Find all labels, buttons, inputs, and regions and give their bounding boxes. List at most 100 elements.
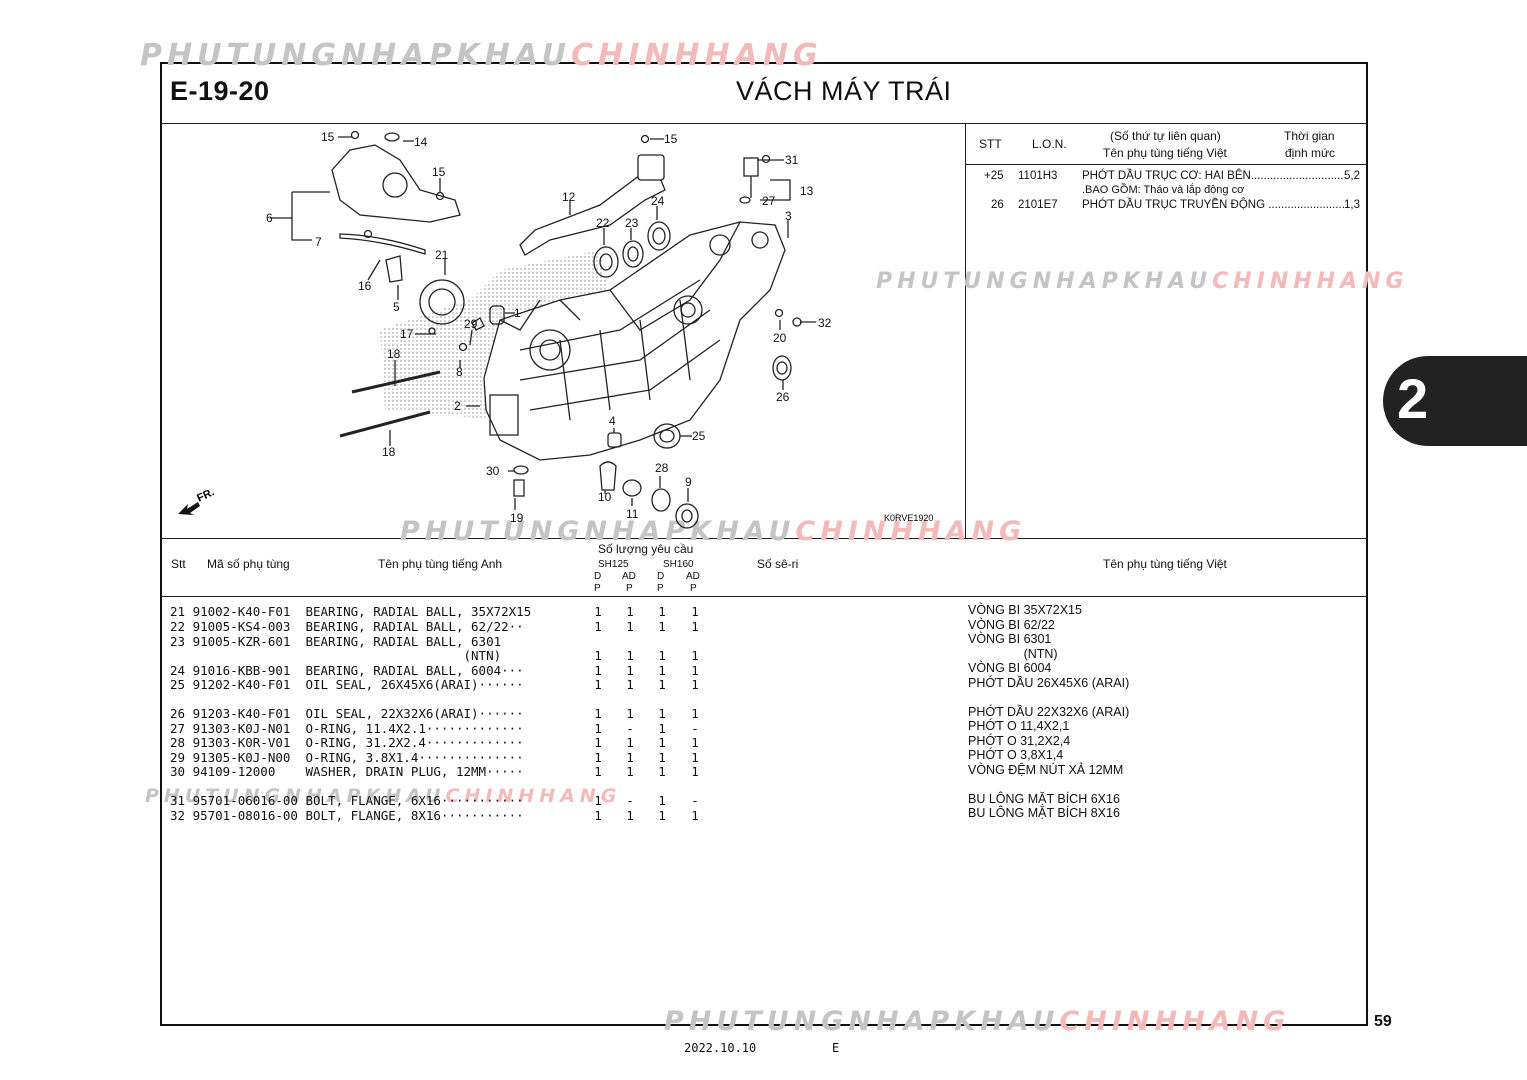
col-name-en: Tên phụ tùng tiếng Anh — [378, 557, 503, 571]
table-row: 27 91303-K0J-N01 O-RING, 11.4X2.1·······… — [170, 721, 699, 736]
vn-name: PHỚT O 31,2X2,4 — [968, 734, 1071, 748]
watermark: PHUTUNGNHAPKHAUCHINHHANG — [664, 1006, 1291, 1037]
labor-stt: 26 — [991, 199, 1004, 211]
table-row: 28 91303-K0R-V01 O-RING, 31.2X2.4·······… — [170, 735, 699, 750]
callout-19: 19 — [510, 511, 524, 525]
callout-7: 7 — [315, 235, 322, 249]
header-divider — [161, 123, 1367, 124]
col-p: P — [626, 583, 633, 594]
labor-desc: PHỚT DẦU TRỤC CƠ: HAI BÊN...............… — [1082, 170, 1344, 182]
table-row: 24 91016-KBB-901 BEARING, RADIAL BALL, 6… — [170, 663, 699, 678]
callout-1: 1 — [514, 306, 521, 320]
col-part-no: Mã số phụ tùng — [207, 557, 290, 571]
right-table-header-rule — [965, 164, 1367, 165]
callout-17: 17 — [400, 327, 414, 341]
labor-lon: 2101E7 — [1018, 199, 1058, 211]
labor-time: 1,3 — [1344, 199, 1360, 211]
callout-22: 22 — [596, 216, 610, 230]
callout-27: 27 — [762, 194, 776, 208]
vn-name: PHỚT O 3,8X1,4 — [968, 748, 1064, 762]
col-ad: AD — [686, 571, 700, 582]
col-qty: Số lượng yêu cầu — [598, 542, 694, 556]
vn-name: VÒNG ĐỆM NÚT XẢ 12MM — [968, 763, 1124, 777]
page-frame — [160, 62, 1368, 1026]
labor-lon: 1101H3 — [1018, 170, 1058, 182]
callout-18: 18 — [382, 445, 396, 459]
table-row: 22 91005-KS4-003 BEARING, RADIAL BALL, 6… — [170, 619, 699, 634]
vn-name: PHỚT DẦU 22X32X6 (ARAI) — [968, 705, 1130, 719]
callout-15: 15 — [321, 130, 335, 144]
col-d: D — [657, 571, 665, 582]
table-row: 23 91005-KZR-601 BEARING, RADIAL BALL, 6… — [170, 634, 502, 649]
table-row: 32 95701-08016-00 BOLT, FLANGE, 8X16····… — [170, 808, 699, 823]
col-p: P — [690, 583, 697, 594]
right-header-stt: STT — [979, 137, 1002, 151]
front-label: FR. — [195, 486, 216, 504]
right-header-desc1: (Số thứ tự liên quan) — [1110, 129, 1221, 143]
front-arrow-icon: FR. — [178, 486, 216, 515]
vn-name: (NTN) — [968, 647, 1058, 661]
callout-28: 28 — [655, 461, 669, 475]
callout-2: 2 — [454, 399, 461, 413]
table-row: 29 91305-K0J-N00 O-RING, 3.8X1.4········… — [170, 750, 699, 765]
labor-desc: PHỚT DẦU TRỤC TRUYỀN ĐỘNG ..............… — [1082, 199, 1345, 211]
watermark: PHUTUNGNHAPKHAUCHINHHANG — [140, 38, 823, 73]
footer-date: 2022.10.10 — [684, 1041, 757, 1055]
callout-8: 8 — [456, 365, 463, 379]
callout-15: 15 — [664, 132, 678, 146]
vn-name: BU LÔNG MẶT BÍCH 6X16 — [968, 792, 1120, 806]
callout-6: 6 — [266, 211, 273, 225]
parts-table-top-rule — [161, 538, 1367, 539]
vn-name: PHỚT DẦU 26X45X6 (ARAI) — [968, 676, 1130, 690]
vn-name: VÒNG BI 6301 — [968, 632, 1052, 646]
callout-3: 3 — [785, 209, 792, 223]
col-sh125: SH125 — [598, 559, 629, 570]
col-ad: AD — [622, 571, 636, 582]
callout-11: 11 — [626, 507, 639, 521]
callout-30: 30 — [486, 464, 500, 478]
callout-25: 25 — [692, 429, 706, 443]
callout-32: 32 — [818, 316, 832, 330]
callout-5: 5 — [393, 300, 400, 314]
callout-31: 31 — [785, 153, 799, 167]
vn-name: PHỚT O 11,4X2,1 — [968, 719, 1070, 733]
right-header-desc2: Tên phụ tùng tiếng Việt — [1103, 146, 1227, 160]
callout-18: 18 — [387, 347, 401, 361]
table-row: 30 94109-12000 WASHER, DRAIN PLUG, 12MM·… — [170, 764, 699, 779]
page-title: VÁCH MÁY TRÁI — [736, 76, 952, 106]
callout-15: 15 — [432, 165, 446, 179]
col-sh160: SH160 — [663, 559, 694, 570]
callout-21: 21 — [435, 248, 449, 262]
callout-26: 26 — [776, 390, 790, 404]
col-serial: Số sê-ri — [757, 557, 799, 571]
diagram-ref-code: K0RVE1920 — [884, 513, 933, 523]
table-row: 26 91203-K40-F01 OIL SEAL, 22X32X6(ARAI)… — [170, 706, 699, 721]
table-row: 31 95701-06016-00 BOLT, FLANGE, 6X16····… — [170, 793, 699, 808]
table-row: 21 91002-K40-F01 BEARING, RADIAL BALL, 3… — [170, 604, 699, 619]
chapter-tab: 2 — [1383, 356, 1527, 446]
callout-9: 9 — [685, 475, 692, 489]
labor-time: 5,2 — [1344, 170, 1360, 182]
labor-note: .BAO GỒM: Tháo và lắp động cơ — [1082, 184, 1245, 196]
vn-name: BU LÔNG MẶT BÍCH 8X16 — [968, 806, 1120, 820]
callout-10: 10 — [598, 490, 612, 504]
callout-13: 13 — [800, 184, 814, 198]
col-name-vn: Tên phụ tùng tiếng Việt — [1103, 557, 1227, 571]
footer-edition: E — [832, 1041, 840, 1055]
col-d: D — [594, 571, 602, 582]
watermark: PHUTUNGNHAPKHAUCHINHHANG — [876, 269, 1409, 294]
col-p: P — [594, 583, 601, 594]
callout-12: 12 — [562, 190, 576, 204]
labor-stt: +25 — [984, 170, 1004, 182]
callout-20: 20 — [773, 331, 787, 345]
callout-4: 4 — [609, 414, 616, 428]
diagram-divider — [965, 124, 966, 538]
vn-name: VÒNG BI 62/22 — [968, 618, 1055, 632]
right-header-time2: định mức — [1285, 146, 1336, 160]
right-header-time1: Thời gian — [1284, 129, 1335, 143]
section-code: E-19-20 — [170, 76, 270, 106]
right-header-lon: L.O.N. — [1032, 137, 1067, 151]
callout-29: 29 — [464, 317, 478, 331]
parts-table-header-rule — [161, 596, 1367, 597]
